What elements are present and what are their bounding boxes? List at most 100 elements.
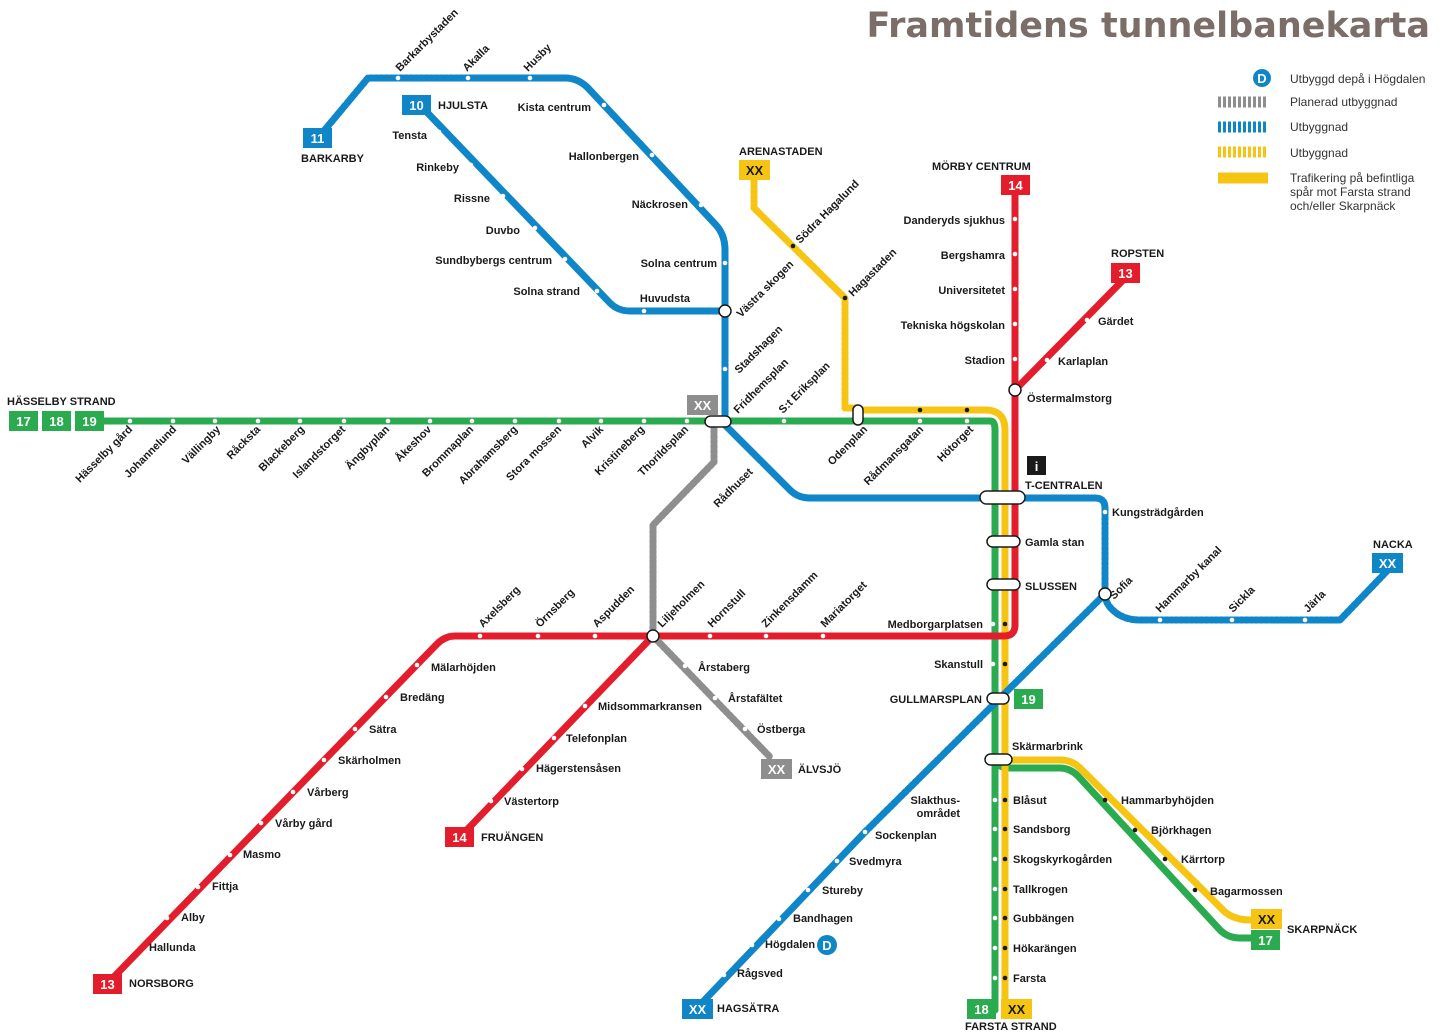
station-tensta: Tensta (392, 130, 428, 142)
station-dot-midsommarkransen (582, 703, 588, 709)
station-dot-arstafaltet (712, 695, 718, 701)
terminal-t-centralen: T-CENTRALEN (1025, 480, 1103, 492)
station-kungstradgarden: Kungsträdgården (1112, 507, 1204, 519)
badge-xx-arenastaden: XX (739, 160, 770, 180)
terminal-morby-centrum: MÖRBY CENTRUM (932, 160, 1031, 173)
station-hammarbyhojden: Hammarbyhöjden (1121, 795, 1214, 807)
station-dot-farsta-green (992, 975, 998, 981)
badge-17-skarpnack: 17 (1251, 930, 1280, 950)
station-dot-skanstull-green (990, 661, 996, 667)
badge-xx-fridhemsplan: XX (687, 395, 718, 415)
station-blasut: Blåsut (1013, 795, 1047, 807)
station-dot-fittja (195, 884, 201, 890)
station-hallonbergen: Hallonbergen (569, 151, 640, 163)
station-duvbo: Duvbo (486, 225, 521, 237)
station-varby-gard: Vårby gård (275, 818, 332, 830)
station-malarhojden: Mälarhöjden (431, 662, 496, 674)
station-dot-varby-gard (258, 820, 264, 826)
station-dots (127, 75, 1308, 981)
station-dot-zinkensdamm (763, 633, 769, 639)
station-dot-universitetet (1012, 286, 1018, 292)
station-dot-alby (164, 915, 170, 921)
station-sockenplan: Sockenplan (875, 830, 937, 842)
station-tekniska-hogskolan: Tekniska högskolan (901, 320, 1006, 332)
station-dot-tallkrogen-y (1002, 886, 1008, 892)
station-dot-hokarangen-green (992, 945, 998, 951)
station-dot-jarla (1302, 617, 1308, 623)
station-dot-stadshagen (722, 366, 728, 372)
station-dot-bredang (383, 694, 389, 700)
station-skarholmen: Skärholmen (338, 755, 401, 767)
station-dot-akeshov (427, 418, 433, 424)
interchange-gamla-stan (986, 535, 1021, 548)
station-dot-skanstull-y (1002, 661, 1008, 667)
station-dot-vallingby (212, 418, 218, 424)
station-dot-alvik (598, 418, 604, 424)
station-dot-sandsborg-green (992, 826, 998, 832)
interchange-liljeholmen (646, 629, 660, 643)
station-stureby: Stureby (822, 885, 864, 897)
badge-14-morby: 14 (1001, 175, 1030, 195)
badge-18-west: 18 (42, 411, 71, 431)
interchange-fridhemsplan (704, 415, 732, 428)
info-icon: i (1027, 456, 1046, 475)
blue-line-hjulsta (416, 101, 729, 315)
station-dot-sundbybergs-centrum (562, 256, 568, 262)
terminal-skarpnack: SKARPNÄCK (1287, 923, 1357, 936)
station-hogdalen: Högdalen (765, 939, 815, 951)
interchange-t-centralen (979, 490, 1026, 505)
station-karrtorp: Kärrtorp (1181, 854, 1225, 866)
badge-17-west: 17 (9, 411, 38, 431)
station-telefonplan: Telefonplan (566, 733, 627, 745)
station-dot-bergshamra (1012, 251, 1018, 257)
svg-text:19: 19 (1021, 692, 1035, 707)
station-dot-stora-mossen (556, 418, 562, 424)
station-dot-stadion (1012, 356, 1018, 362)
station-dot-solna-strand (594, 288, 600, 294)
terminal-slussen: SLUSSEN (1025, 581, 1077, 593)
station-varberg: Vårberg (307, 787, 349, 799)
station-dot-tensta (436, 129, 442, 135)
badge-xx-skarpnack: XX (1251, 909, 1282, 929)
station-dot-thorildsplan (684, 418, 690, 424)
station-dot-bagarmossen-y (1192, 887, 1198, 893)
station-dot-hokarangen-y (1002, 945, 1008, 951)
svg-text:XX: XX (1379, 556, 1397, 571)
station-ragsved: Rågsved (737, 968, 783, 980)
station-dot-hotorget-y (964, 407, 970, 413)
station-skogskyrkogarden: Skogskyrkogården (1013, 854, 1112, 866)
station-dot-bjorkhagen-green (1118, 834, 1124, 840)
svg-text:i: i (1035, 459, 1039, 474)
station-dot-telefonplan (551, 735, 557, 741)
green-line-skarpnack (991, 756, 1256, 942)
station-dot-hogdalen (749, 942, 755, 948)
legend-depot-icon: D (1253, 69, 1271, 87)
station-vastertorp: Västertorp (504, 796, 559, 808)
station-dot-blasut-y (1002, 797, 1008, 803)
station-dot-arstaberg (682, 663, 688, 669)
svg-text:17: 17 (16, 414, 30, 429)
station-dot-kristineberg (641, 418, 647, 424)
station-farsta: Farsta (1013, 973, 1047, 985)
interchange-odenplan (852, 404, 864, 426)
legend-label-traffic-3: och/eller Skarpnäck (1290, 199, 1396, 213)
station-sundbybergs-centrum: Sundbybergs centrum (435, 255, 552, 267)
station-dot-blackeberg (297, 418, 303, 424)
station-dot-hornstull (707, 633, 713, 639)
station-masmo: Masmo (243, 849, 281, 861)
station-dot-huvudsta (641, 308, 647, 314)
station-dot-karrtorp-green (1147, 863, 1153, 869)
station-dot-johannelund (170, 418, 176, 424)
svg-text:19: 19 (82, 414, 96, 429)
legend-label-traffic-1: Trafikering på befintliga (1290, 171, 1415, 185)
badge-13-ropsten: 13 (1111, 263, 1140, 283)
terminal-alvsjo: ÄLVSJÖ (798, 763, 842, 776)
station-dot-sankt-eriksplan (781, 418, 787, 424)
station-dot-sickla (1229, 617, 1235, 623)
badge-xx-hagsatra: XX (682, 999, 713, 1019)
station-skanstull: Skanstull (934, 659, 983, 671)
station-dot-axelsberg (477, 633, 483, 639)
station-dot-svedmyra (834, 858, 840, 864)
station-svedmyra: Svedmyra (849, 856, 902, 868)
